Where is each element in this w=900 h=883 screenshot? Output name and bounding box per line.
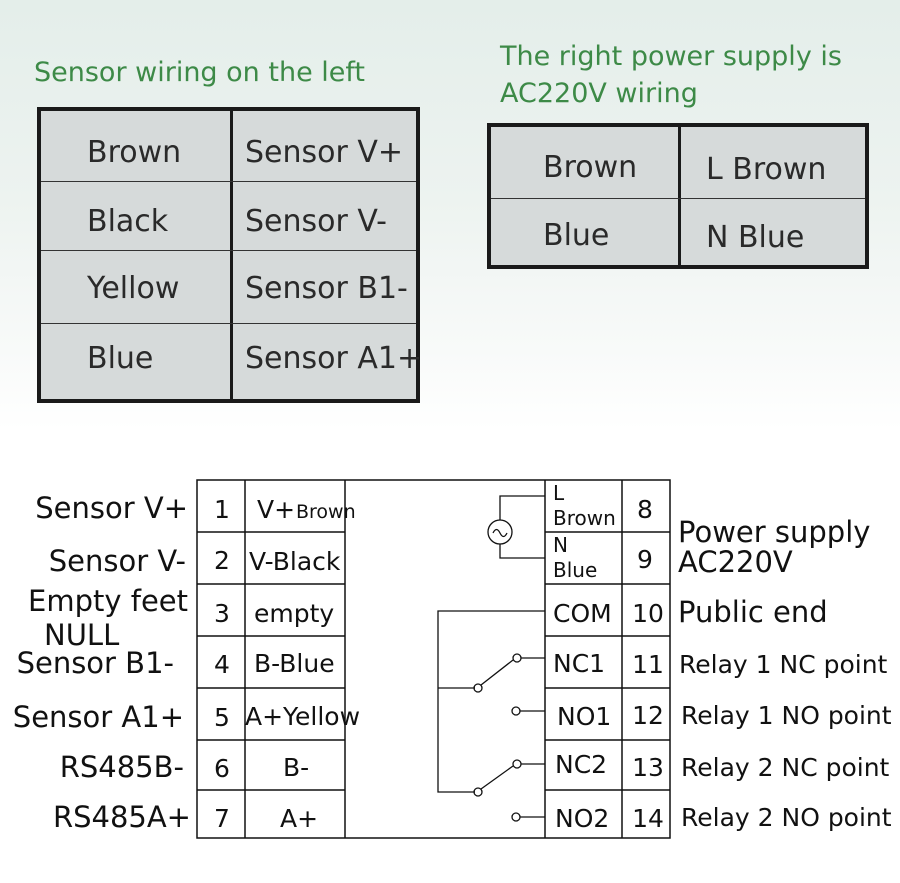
terminal-number: 4	[214, 650, 230, 679]
sensor-wiring-table: Brown Sensor V+ Black Sensor V- Yellow S…	[37, 107, 423, 403]
terminal-number: 9	[637, 545, 653, 574]
terminal-number: 1	[214, 495, 230, 524]
terminal-cell: Sensor B1-	[245, 271, 408, 306]
terminal-number: 13	[632, 753, 664, 782]
terminal-code: COM	[553, 599, 612, 628]
wire-label: B-	[283, 753, 309, 782]
terminal-description: Relay 2 NC point	[681, 753, 890, 782]
left-terminal-label: Empty feet	[28, 584, 188, 618]
terminal-code: NC2	[555, 750, 607, 779]
left-terminal-label: RS485B-	[60, 750, 184, 784]
terminal-number: 7	[214, 804, 230, 833]
left-terminal-label: RS485A+	[53, 800, 191, 834]
wire-color-cell: Blue	[543, 218, 610, 253]
terminal-cell: Sensor V-	[245, 204, 387, 239]
wire-label-sub: Brown	[296, 501, 356, 523]
table-divider	[230, 111, 233, 399]
terminal-cell: Sensor V+	[245, 135, 404, 170]
left-heading: Sensor wiring on the left	[34, 57, 365, 88]
power-wiring-table: Brown L Brown Blue N Blue	[487, 123, 869, 269]
terminal-description: Public end	[678, 595, 828, 629]
terminal-number: 8	[637, 495, 653, 524]
right-heading-line1: The right power supply is	[500, 41, 842, 72]
wire-label: A+	[280, 804, 318, 833]
terminal-cell: L Brown	[706, 152, 827, 187]
left-terminal-label: Sensor V+	[35, 491, 188, 525]
left-terminal-label: Sensor A1+	[13, 700, 184, 734]
terminal-description: AC220V	[678, 545, 793, 579]
right-heading-line2: AC220V wiring	[500, 78, 698, 109]
terminal-description: Relay 2 NO point	[681, 803, 892, 832]
terminal-number: 2	[214, 546, 230, 575]
table-row-line	[491, 198, 865, 199]
left-terminal-label: Sensor B1-	[17, 646, 174, 680]
table-row-line	[41, 181, 416, 182]
terminal-code: NO2	[555, 804, 609, 833]
terminal-number: 14	[632, 804, 664, 833]
terminal-number: 10	[632, 599, 664, 628]
wire-color-cell: Blue	[87, 341, 154, 376]
terminal-code: Brown	[553, 506, 616, 530]
terminal-number: 5	[214, 703, 230, 732]
wire-color-cell: Black	[87, 204, 169, 239]
terminal-description: Relay 1 NC point	[679, 650, 888, 679]
terminal-number: 6	[214, 754, 230, 783]
terminal-number: 3	[214, 599, 230, 628]
terminal-code: NO1	[557, 702, 611, 731]
wire-label: B-Blue	[254, 649, 335, 678]
terminal-number: 12	[632, 701, 664, 730]
left-terminal-label: Sensor V-	[49, 544, 186, 578]
wire-label: A+Yellow	[245, 702, 360, 731]
terminal-block-grid	[196, 479, 671, 839]
terminal-code: N	[553, 533, 568, 557]
relay-contacts	[437, 610, 545, 822]
terminal-cell: N Blue	[706, 220, 805, 255]
terminal-code: Blue	[553, 558, 597, 582]
wire-label: V-Black	[249, 547, 341, 576]
table-divider	[678, 127, 681, 265]
left-terminal-label: NULL	[44, 618, 119, 652]
terminal-cell: Sensor A1+	[245, 341, 423, 376]
wire-color-cell: Brown	[87, 135, 182, 170]
terminal-description: Power supply	[678, 515, 870, 549]
ac-source-icon	[487, 495, 545, 559]
terminal-number: 11	[632, 650, 664, 679]
wire-label: empty	[254, 599, 334, 628]
wire-color-cell: Brown	[543, 150, 638, 185]
terminal-code: NC1	[553, 649, 605, 678]
terminal-wiring-diagram: Sensor V+ Sensor V- Empty feet NULL Sens…	[0, 470, 900, 883]
terminal-code: L	[553, 481, 565, 505]
table-row-line	[41, 250, 416, 251]
terminal-description: Relay 1 NO point	[681, 701, 892, 730]
wire-label: V+	[257, 495, 295, 524]
wire-color-cell: Yellow	[87, 271, 180, 306]
table-row-line	[41, 323, 416, 324]
